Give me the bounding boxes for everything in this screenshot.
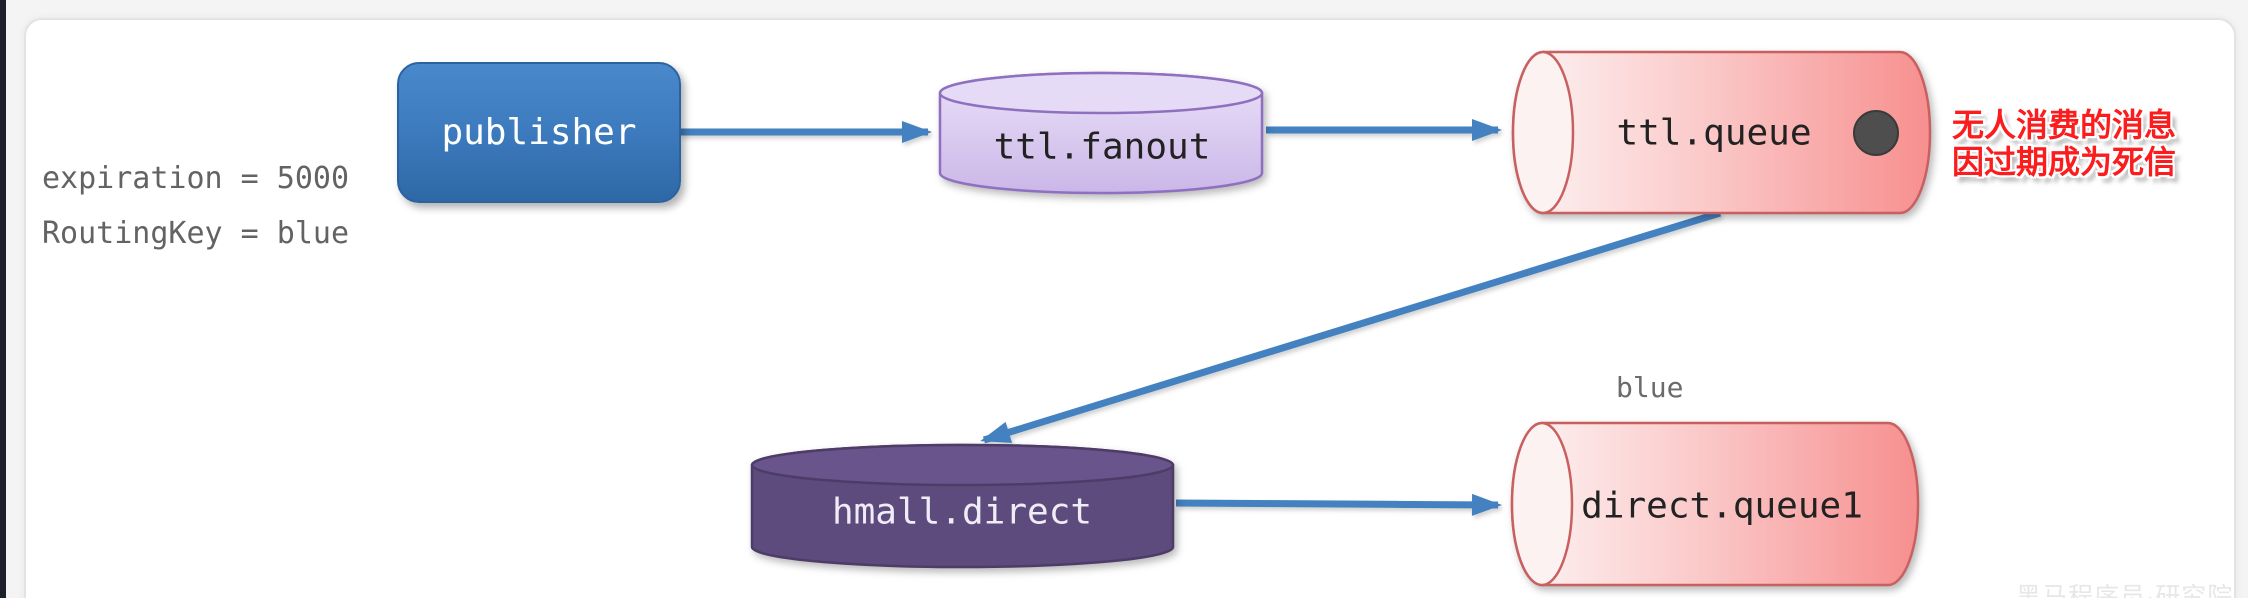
publisher-label: publisher bbox=[441, 112, 637, 153]
arrow-layer bbox=[680, 119, 1722, 516]
dead-letter-annotation-line1: 无人消费的消息 bbox=[1952, 107, 2177, 143]
direct-exchange-cylinder bbox=[750, 443, 1175, 569]
arrow-ttl-queue-to-direct-exchange bbox=[980, 209, 1722, 444]
publisher-node: publisher bbox=[397, 62, 681, 203]
dead-letter-annotation-line2: 因过期成为死信 bbox=[1952, 144, 2177, 180]
expiration-property-label: expiration = 5000 bbox=[42, 161, 350, 196]
direct-queue1-cylinder bbox=[1510, 421, 1920, 587]
arrow-direct-exchange-to-queue1 bbox=[1175, 493, 1502, 516]
fanout-exchange-label: ttl.fanout bbox=[993, 126, 1211, 168]
direct-queue1-label: direct.queue1 bbox=[1581, 485, 1863, 527]
watermark: 黑马程序员·研究院 bbox=[2016, 583, 2234, 598]
ttl-queue-label: ttl.queue bbox=[1616, 112, 1812, 154]
fanout-exchange-cylinder bbox=[938, 71, 1264, 195]
ttl-queue-cylinder bbox=[1511, 50, 1932, 215]
node-layer bbox=[750, 50, 1932, 587]
window-edge-strip bbox=[0, 0, 6, 598]
message-dot-icon bbox=[1853, 110, 1899, 156]
direct-exchange-label: hmall.direct bbox=[831, 491, 1093, 533]
routing-key-property-label: RoutingKey = blue bbox=[42, 216, 350, 251]
binding-key-label: blue bbox=[1616, 371, 1684, 404]
dead-letter-annotation: 无人消费的消息 因过期成为死信 bbox=[1952, 107, 2176, 181]
